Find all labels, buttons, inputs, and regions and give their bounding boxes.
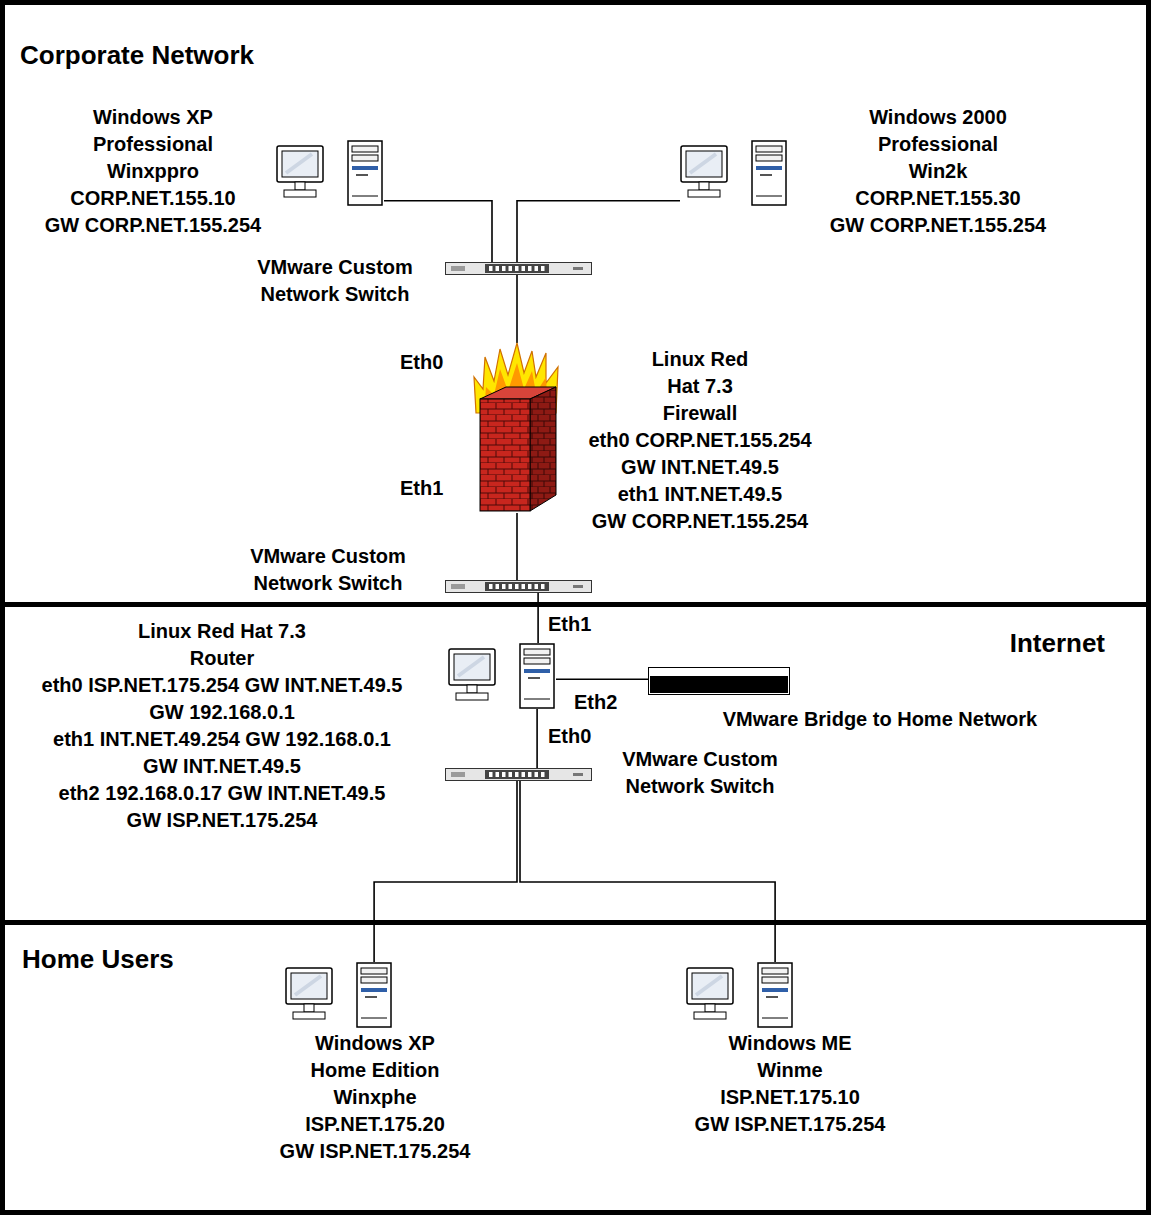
address-line: GW CORP.NET.155.254 <box>793 212 1083 239</box>
network-link <box>516 513 518 580</box>
address-line: GW INT.NET.49.5 <box>550 454 850 481</box>
label-group: VMware Custom Network Switch <box>240 254 430 308</box>
device-name: Windows XP Home Edition <box>300 1030 450 1084</box>
label-group: VMware Bridge to Home Network <box>670 706 1090 733</box>
bridge-icon <box>648 667 790 695</box>
address-line: ISP.NET.175.10 <box>645 1084 935 1111</box>
device-name: Windows XP Professional <box>78 104 228 158</box>
computer-icon <box>285 962 393 1028</box>
interface-label: Eth1 <box>400 476 443 500</box>
computer-node: Windows XP ProfessionalWinxpproCORP.NET.… <box>276 140 384 206</box>
computer-icon <box>276 140 384 206</box>
device-name: VMware Custom Network Switch <box>611 746 789 800</box>
device-name: VMware Custom Network Switch <box>239 543 417 597</box>
network-zone: Corporate NetworkWindows XP Professional… <box>0 0 1151 607</box>
device-name: VMware Custom Network Switch <box>246 254 424 308</box>
switch-icon <box>445 262 592 275</box>
address-line: GW INT.NET.49.5 <box>2 753 442 780</box>
label-group: Windows MEWinmeISP.NET.175.10GW ISP.NET.… <box>645 1030 935 1138</box>
computer-node: Linux Red Hat 7.3 Routereth0 ISP.NET.175… <box>448 643 556 709</box>
interface-label: Eth0 <box>548 724 591 748</box>
label-group: VMware Custom Network Switch <box>605 746 795 800</box>
address-line: GW CORP.NET.155.254 <box>8 212 298 239</box>
zone-heading: Corporate Network <box>20 40 254 70</box>
network-link <box>374 781 517 962</box>
interface-label: Eth0 <box>400 350 443 374</box>
device-name: Windows ME <box>715 1030 865 1057</box>
computer-node: Windows XP Home EditionWinxpheISP.NET.17… <box>285 962 393 1028</box>
computer-icon <box>680 140 788 206</box>
address-line: Win2k <box>793 158 1083 185</box>
address-line: eth1 INT.NET.49.5 <box>550 481 850 508</box>
address-line: GW 192.168.0.1 <box>2 699 442 726</box>
switch-node: VMware Custom Network Switch <box>445 580 592 593</box>
firewall-node: Linux Red Hat 7.3 Firewalleth0 CORP.NET.… <box>472 343 562 513</box>
label-group: Windows XP Home EditionWinxpheISP.NET.17… <box>230 1030 520 1165</box>
address-line: Winxphe <box>230 1084 520 1111</box>
network-link <box>384 201 492 262</box>
computer-icon <box>686 962 794 1028</box>
network-link <box>520 781 775 962</box>
network-link <box>556 678 648 680</box>
bridge-node: VMware Bridge to Home Network <box>648 667 790 695</box>
address-line: GW CORP.NET.155.254 <box>550 508 850 535</box>
switch-node: VMware Custom Network Switch <box>445 768 592 781</box>
network-link <box>516 275 518 343</box>
label-group: Windows 2000 ProfessionalWin2kCORP.NET.1… <box>793 104 1083 239</box>
switch-icon <box>445 768 592 781</box>
computer-node: Windows 2000 ProfessionalWin2kCORP.NET.1… <box>680 140 788 206</box>
address-line: CORP.NET.155.30 <box>793 185 1083 212</box>
switch-node: VMware Custom Network Switch <box>445 262 592 275</box>
address-line: eth1 INT.NET.49.254 GW 192.168.0.1 <box>2 726 442 753</box>
address-line: Winxppro <box>8 158 298 185</box>
label-group: Windows XP ProfessionalWinxpproCORP.NET.… <box>8 104 298 239</box>
address-line: GW ISP.NET.175.254 <box>230 1138 520 1165</box>
computer-node: Windows MEWinmeISP.NET.175.10GW ISP.NET.… <box>686 962 794 1028</box>
label-group: Linux Red Hat 7.3 Routereth0 ISP.NET.175… <box>2 618 442 834</box>
address-line: eth0 ISP.NET.175.254 GW INT.NET.49.5 <box>2 672 442 699</box>
network-link <box>536 709 538 768</box>
device-name: Linux Red Hat 7.3 Router <box>127 618 317 672</box>
address-line: GW ISP.NET.175.254 <box>2 807 442 834</box>
device-name: VMware Bridge to Home Network <box>675 706 1085 733</box>
zone-heading: Home Users <box>22 944 174 974</box>
address-line: GW ISP.NET.175.254 <box>645 1111 935 1138</box>
address-line: eth0 CORP.NET.155.254 <box>550 427 850 454</box>
computer-icon <box>448 643 556 709</box>
network-zone: InternetLinux Red Hat 7.3 Routereth0 ISP… <box>0 602 1151 925</box>
firewall-icon <box>472 343 562 513</box>
address-line: ISP.NET.175.20 <box>230 1111 520 1138</box>
network-link <box>517 201 680 262</box>
address-line: CORP.NET.155.10 <box>8 185 298 212</box>
label-group: Linux Red Hat 7.3 Firewalleth0 CORP.NET.… <box>550 346 850 535</box>
device-name: Linux Red Hat 7.3 Firewall <box>644 346 756 427</box>
label-group: VMware Custom Network Switch <box>233 543 423 597</box>
zone-heading: Internet <box>1010 628 1105 658</box>
switch-icon <box>445 580 592 593</box>
interface-label: Eth2 <box>574 690 617 714</box>
network-link <box>537 593 539 643</box>
address-line: Winme <box>645 1057 935 1084</box>
network-zone: Home UsersWindows XP Home EditionWinxphe… <box>0 920 1151 1215</box>
device-name: Windows 2000 Professional <box>863 104 1013 158</box>
interface-label: Eth1 <box>548 612 591 636</box>
address-line: eth2 192.168.0.17 GW INT.NET.49.5 <box>2 780 442 807</box>
